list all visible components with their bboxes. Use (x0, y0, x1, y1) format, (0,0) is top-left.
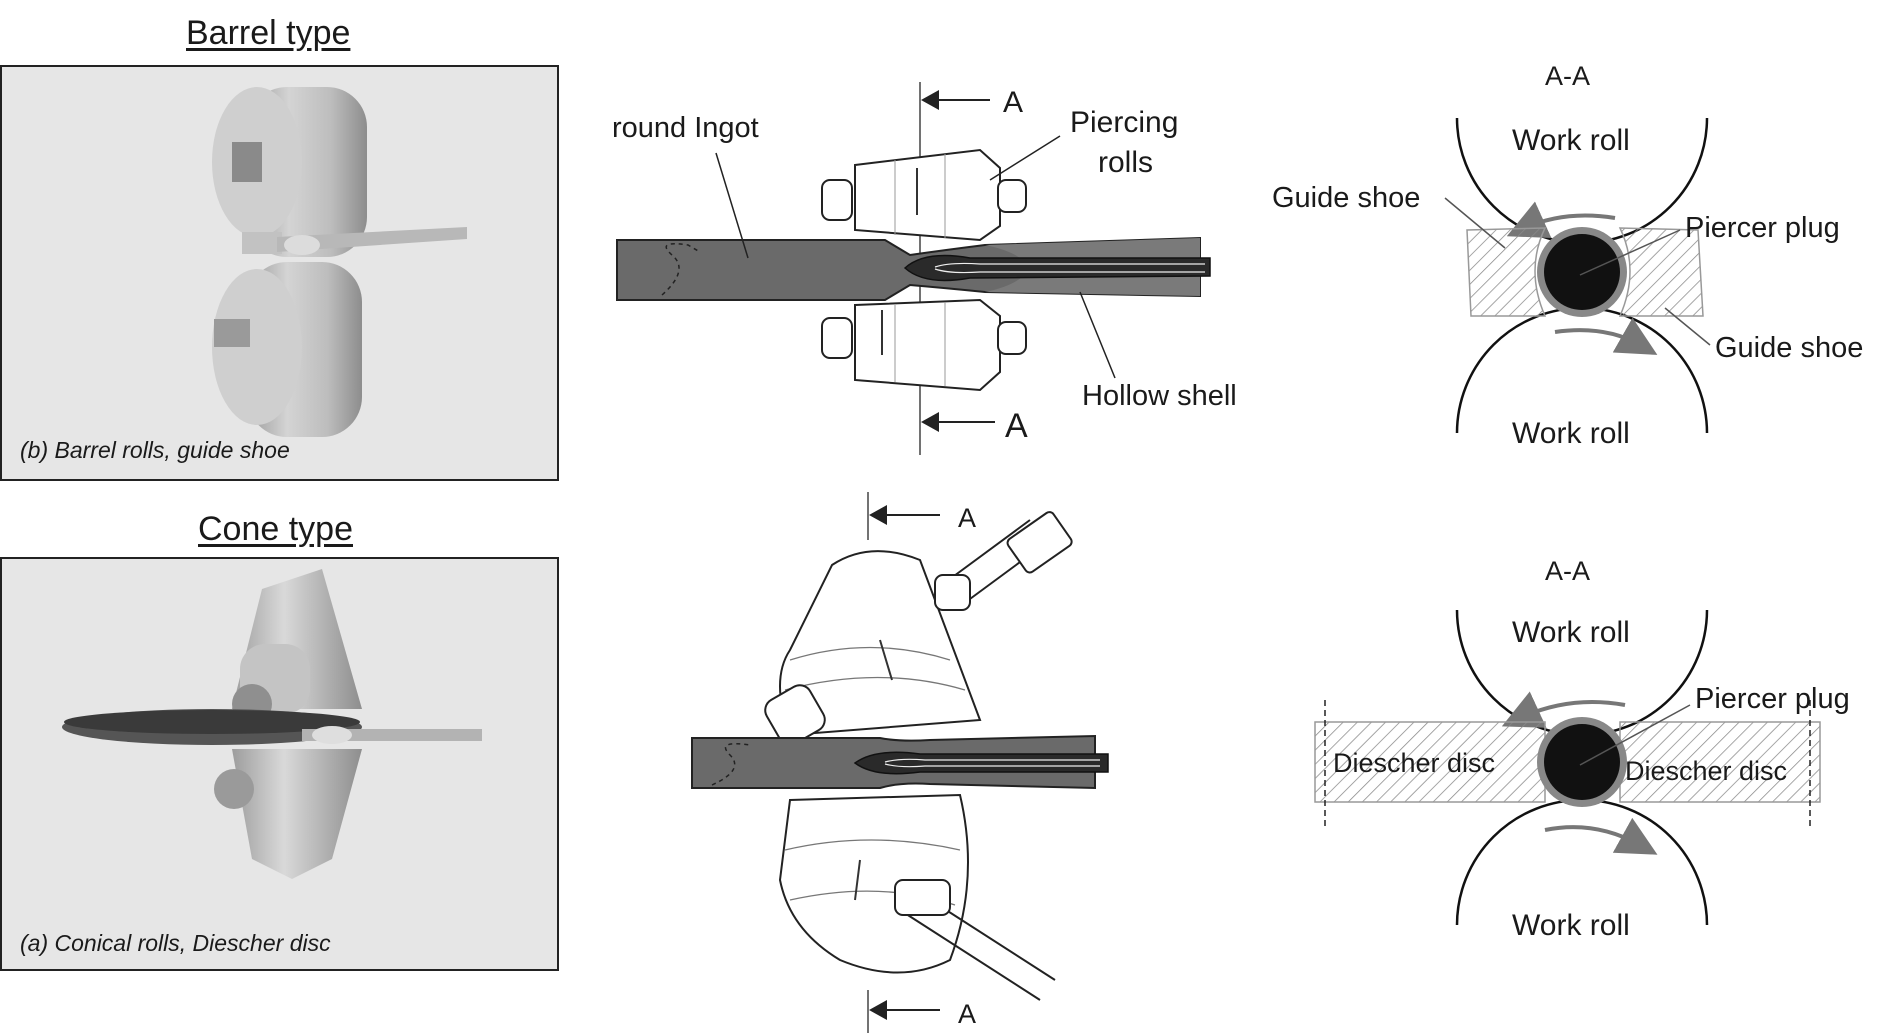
barrel-type-title: Barrel type (186, 14, 351, 52)
barrel-work-roll-bottom-label: Work roll (1512, 417, 1630, 450)
cone-piercing-diagram: A A (691, 492, 1109, 1033)
lower-barrel-roll (212, 262, 362, 437)
conical-rolls-render (0, 557, 559, 971)
barrel-rolls-illustration (212, 87, 467, 437)
label-piercing-rolls-line1: Piercing (1070, 106, 1178, 139)
cone-section-label-bottom: A (958, 999, 976, 1029)
section-label-bottom: A (1005, 407, 1028, 445)
barrel-piercer-plug-label: Piercer plug (1685, 212, 1840, 244)
lower-work-roll (1455, 306, 1709, 434)
barrel-rolls-render (0, 65, 559, 481)
cone-work-roll-top-label: Work roll (1512, 616, 1630, 649)
guide-shoe-right (1618, 227, 1704, 317)
diescher-disc-right-label: Diescher disc (1625, 756, 1787, 786)
cone-section-aa: A-A Work roll Work roll Diescher disc Di… (1314, 556, 1850, 942)
cone-lower-work-roll (1455, 798, 1709, 926)
cone-section-label-top: A (958, 503, 976, 533)
barrel-caption: (b) Barrel rolls, guide shoe (20, 437, 290, 463)
lower-conical-roll (778, 793, 1056, 1001)
label-piercing-rolls-line2: rolls (1098, 146, 1153, 179)
upper-barrel-roll (212, 87, 367, 257)
cone-piercer-plug-label: Piercer plug (1695, 683, 1850, 715)
piercer-plug-bar (903, 254, 1211, 282)
barrel-work-roll-top-label: Work roll (1512, 124, 1630, 157)
barrel-aa-label: A-A (1545, 61, 1590, 91)
upper-piercing-roll (821, 148, 1027, 242)
diescher-disc-left-label: Diescher disc (1333, 748, 1495, 778)
upper-conical-roll (764, 511, 1073, 746)
cone-type-title: Cone type (198, 510, 353, 548)
barrel-ingot-and-shell (616, 236, 1211, 301)
upper-cone-roll (232, 569, 362, 724)
barrel-piercing-diagram: A A round Ingot (612, 82, 1237, 455)
guide-shoe-left-label: Guide shoe (1272, 182, 1420, 214)
cone-caption: (a) Conical rolls, Diescher disc (20, 930, 331, 956)
barrel-section-aa: A-A Work roll Work roll Guide shoe Pierc… (1272, 61, 1863, 450)
lower-cone-roll (214, 749, 362, 879)
guide-shoe-left (1466, 227, 1547, 317)
cone-piercer-plug-bar (853, 751, 1109, 775)
section-label-top: A (1003, 86, 1023, 119)
cone-ingot-and-shell (691, 734, 1109, 790)
cone-piercer-plug-section (1544, 724, 1620, 800)
diescher-disc-right (1619, 721, 1821, 803)
guide-shoe-right-label: Guide shoe (1715, 332, 1863, 364)
diescher-disc-render (62, 709, 482, 745)
label-round-ingot: round Ingot (612, 112, 759, 144)
cone-work-roll-bottom-label: Work roll (1512, 909, 1630, 942)
lower-piercing-roll (821, 298, 1027, 392)
mandrel-bar (277, 227, 467, 252)
cone-aa-label: A-A (1545, 556, 1590, 586)
diescher-disc-left (1314, 721, 1546, 803)
label-hollow-shell: Hollow shell (1082, 380, 1237, 412)
conical-rolls-illustration (62, 569, 482, 879)
piercer-plug-section (1544, 234, 1620, 310)
